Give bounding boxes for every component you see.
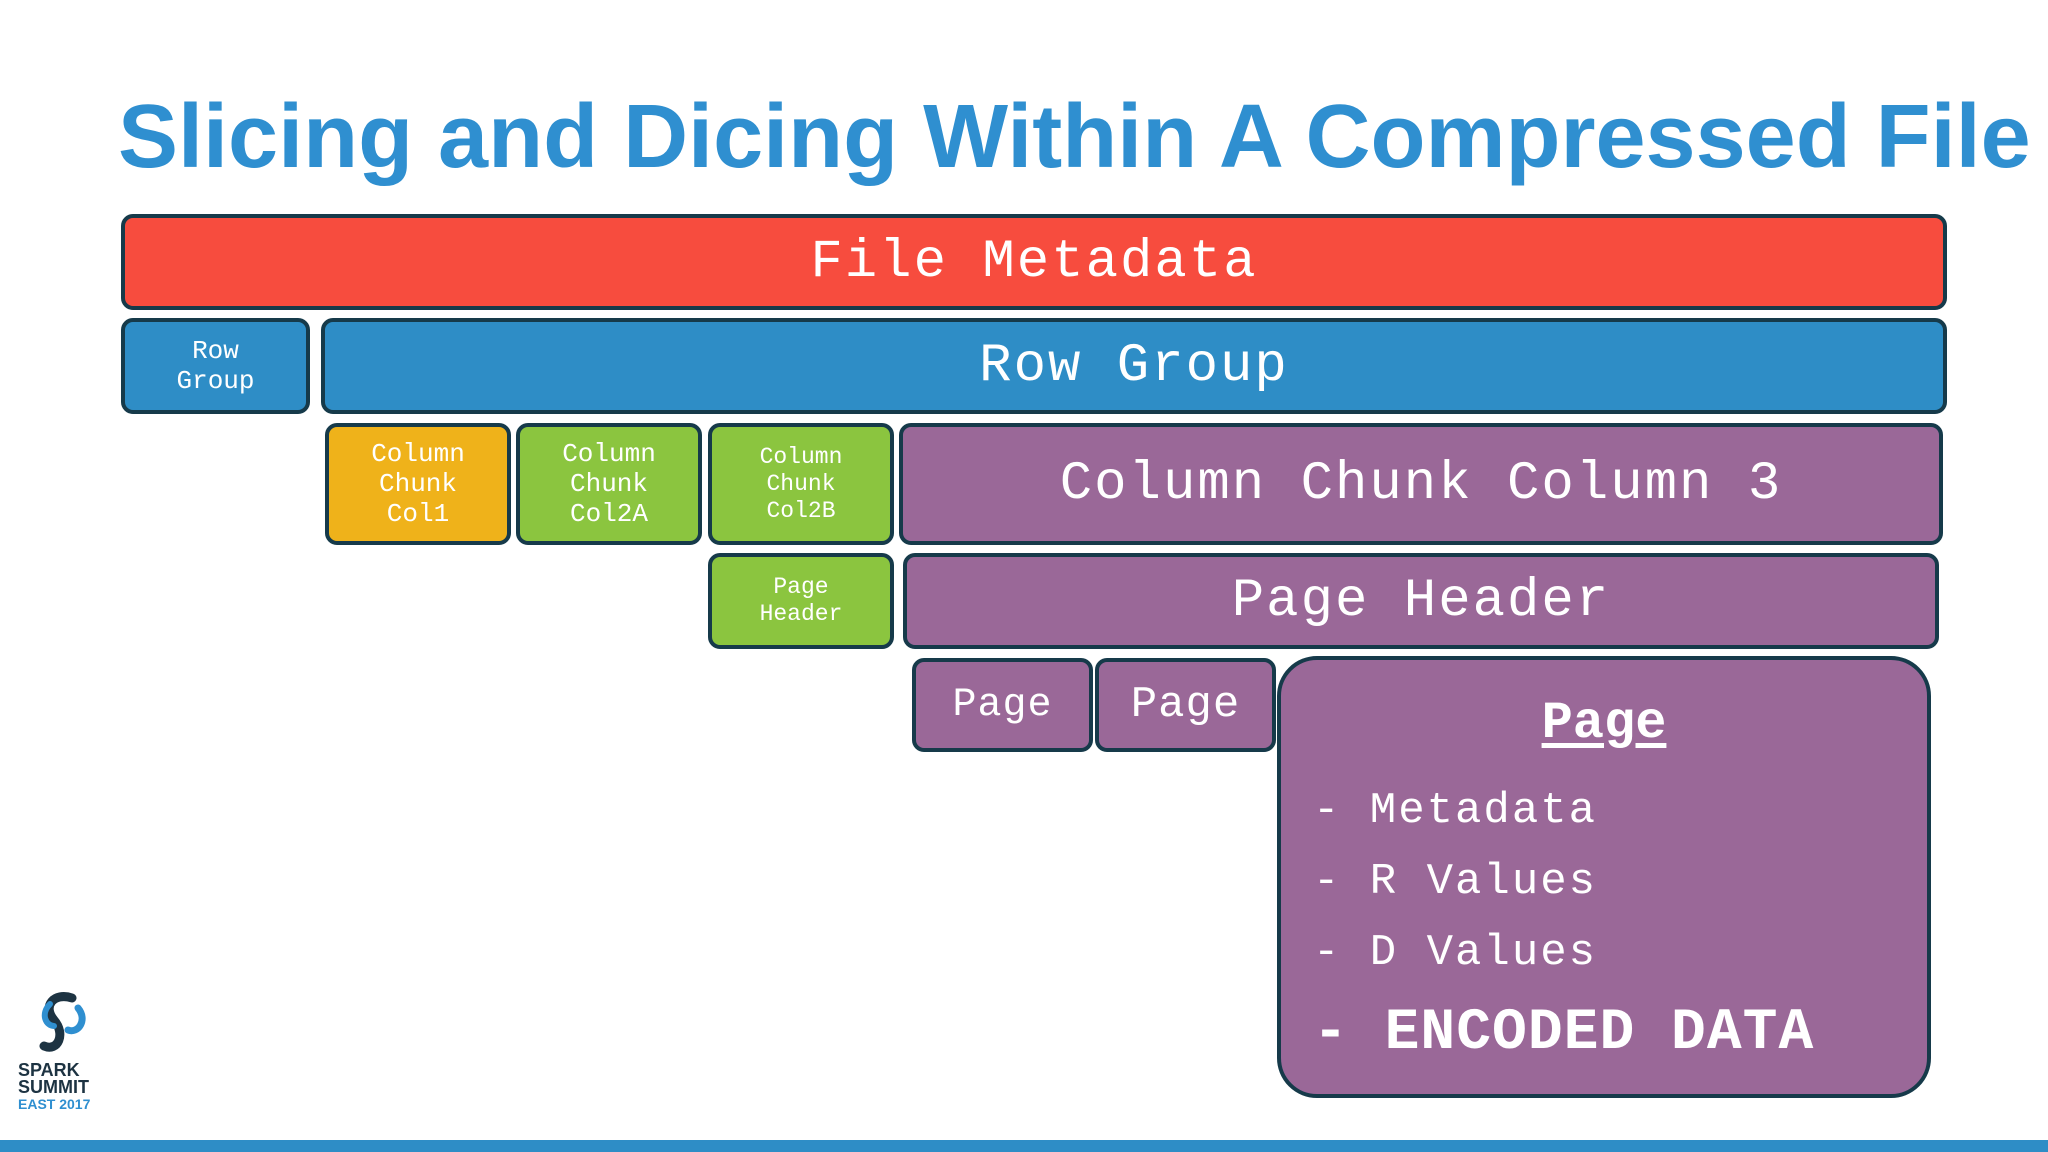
row-group-block: Row Group <box>321 318 1947 414</box>
column-chunk-col1-block: Column Chunk Col1 <box>325 423 511 545</box>
page-detail-item-metadata: - Metadata <box>1313 786 1598 836</box>
file-metadata-block: File Metadata <box>121 214 1947 310</box>
spark-swirl-icon <box>39 992 86 1052</box>
page-header-block: Page Header <box>903 553 1939 649</box>
page-detail-item-encoded-data: - ENCODED DATA <box>1313 1001 1815 1066</box>
column-chunk-col3-block: Column Chunk Column 3 <box>899 423 1943 545</box>
page-header-small-block: Page Header <box>708 553 894 649</box>
column-chunk-col2a-block: Column Chunk Col2A <box>516 423 702 545</box>
page-block-1: Page <box>912 658 1093 752</box>
page-block-2: Page <box>1095 658 1276 752</box>
column-chunk-col2b-block: Column Chunk Col2B <box>708 423 894 545</box>
logo-line-summit: SUMMIT <box>18 1077 89 1097</box>
page-detail-list: - Metadata - R Values - D Values - ENCOD… <box>1313 776 1814 1079</box>
page-detail-item-r-values: - R Values <box>1313 857 1598 907</box>
row-group-small-block: Row Group <box>121 318 310 414</box>
footer-bar <box>0 1140 2048 1152</box>
logo-line-event: EAST 2017 <box>18 1096 91 1112</box>
page-detail-item-d-values: - D Values <box>1313 928 1598 978</box>
page-detail-box: Page - Metadata - R Values - D Values - … <box>1277 656 1931 1098</box>
logo-wordmark: SPARK SUMMIT EAST 2017 <box>18 1060 91 1112</box>
slide-title: Slicing and Dicing Within A Compressed F… <box>118 87 2031 187</box>
logo-line-spark: SPARK <box>18 1060 80 1080</box>
page-detail-title: Page <box>1541 694 1667 753</box>
spark-summit-logo: SPARK SUMMIT EAST 2017 <box>18 990 104 1120</box>
